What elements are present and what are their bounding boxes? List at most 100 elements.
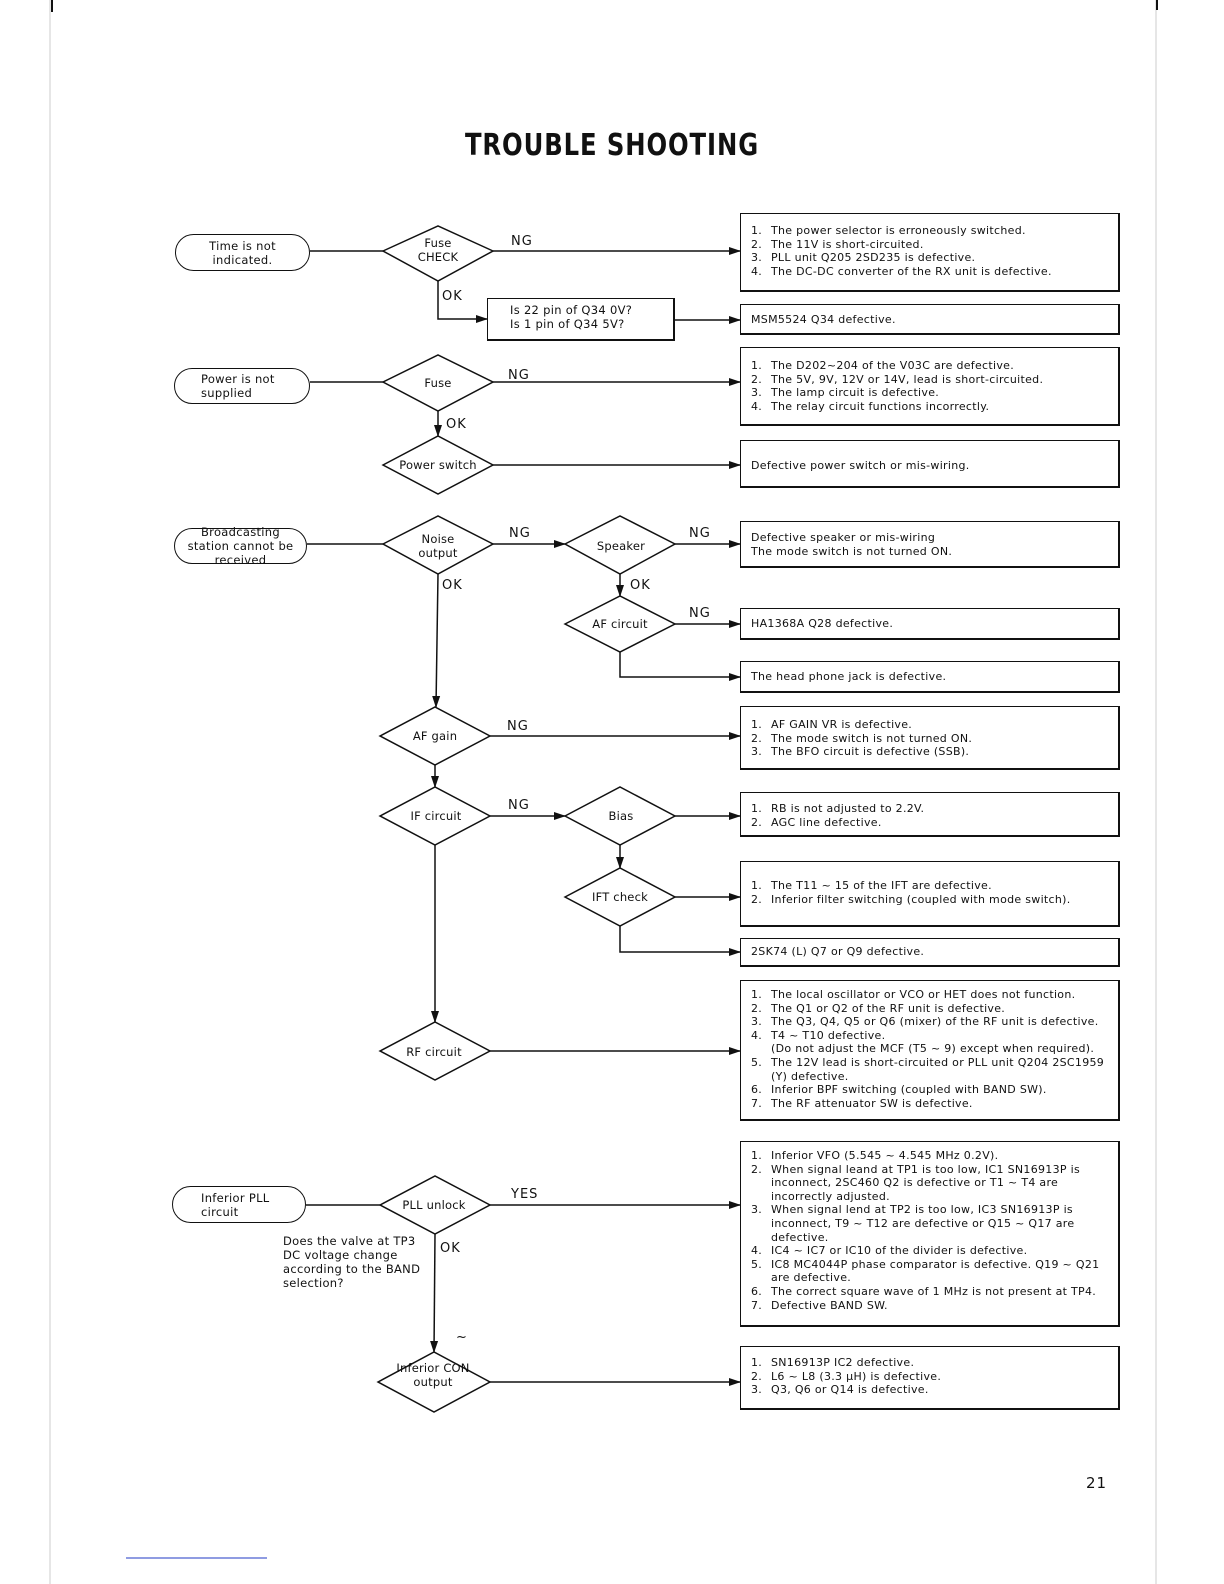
result-item: 4.The relay circuit functions incorrectl… [751,400,1110,414]
result-item: 1.SN16913P IC2 defective. [751,1356,1110,1370]
item-text: The lamp circuit is defective. [771,386,940,400]
item-number: 4. [751,1244,763,1258]
item-text: Inferior filter switching (coupled with … [771,892,1071,906]
item-text: The correct square wave of 1 MHz is not … [771,1284,1097,1298]
item-text: The RF attenuator SW is defective. [771,1096,973,1110]
result-item: 4.The DC-DC converter of the RX unit is … [751,265,1110,279]
result-ha1368a: HA1368A Q28 defective. [740,608,1120,640]
result-item: 2.Inferior filter switching (coupled wit… [751,893,1110,907]
item-number: 3. [751,251,763,265]
label-ng: NG [508,368,530,383]
label-ok: OK [630,578,651,593]
item-number: 6. [751,1083,763,1097]
item-text: When signal lend at TP2 is too low, IC3 … [771,1203,1075,1244]
item-number: 3. [751,1203,763,1217]
result-item: 6.The correct square wave of 1 MHz is no… [751,1285,1110,1299]
result-item: 4. IC4 ~ IC7 or IC10 of the divider is de… [751,1244,1110,1258]
decision-af-gain: AF gain [412,729,458,743]
result-time-ng: 1. The power selector is erroneously swit… [740,213,1120,292]
result-item: 5.The 12V lead is short-circuited or PLL… [751,1056,1110,1083]
label-tilde: ~ [456,1330,468,1345]
item-text: Defective BAND SW. [771,1298,888,1312]
item-number: 5. [751,1257,763,1271]
result-item: 3. When signal lend at TP2 is too low, IC… [751,1203,1110,1244]
decision-noise-output: Noise output [418,532,458,560]
result-item: 2.The 5V, 9V, 12V or 14V, lead is short-… [751,373,1110,387]
symptom-inferior-pll: Inferior PLL circuit [172,1186,306,1223]
item-text: The power selector is erroneously switch… [771,224,1026,237]
item-number: 2. [751,1001,763,1015]
item-number: 1. [751,359,763,372]
label-ng: NG [689,606,711,621]
item-number: 7. [751,1298,763,1312]
result-text: Defective speaker or mis-wiring [751,531,936,544]
result-item: 2. L6 ~ L8 (3.3 μH) is defective. [751,1370,1110,1384]
item-number: 3. [751,386,763,400]
result-text: The head phone jack is defective. [751,670,947,683]
item-number: 3. [751,1383,763,1397]
item-text: The D202~204 of the V03C are defective. [771,359,1015,372]
item-number: 1. [751,988,763,1001]
result-item: 3.The BFO circuit is defective (SSB). [751,745,1110,759]
item-text: L6 ~ L8 (3.3 μH) is defective. [771,1369,942,1383]
item-text: The Q3, Q4, Q5 or Q6 (mixer) of the RF u… [771,1015,1099,1029]
item-text: The 12V lead is short-circuited or PLL u… [771,1055,1105,1083]
item-text: Inferior VFO (5.545 ~ 4.545 MHz 0.2V). [771,1149,999,1162]
item-text: SN16913P IC2 defective. [771,1356,915,1369]
result-rf: 1. The local oscillator or VCO or HET doe… [740,980,1120,1121]
symptom-power-not-supplied: Power is not supplied [174,368,310,404]
symptom-broadcast-not-received: Broadcasting station cannot be received [174,525,307,567]
result-item: 2. The mode switch is not turned ON. [751,732,1110,746]
page-number: 21 [1086,1474,1108,1492]
item-text: The mode switch is not turned ON. [771,731,973,745]
label-ng: NG [507,719,529,734]
result-item: 1. The power selector is erroneously swit… [751,224,1110,238]
label-yes: YES [511,1187,539,1202]
item-text: The local oscillator or VCO or HET does … [771,988,1076,1001]
result-item: 1.The T11 ~ 15 of the IFT are defective. [751,879,1110,893]
result-item: 3.Q3, Q6 or Q14 is defective. [751,1383,1110,1397]
item-number: 2. [751,1369,763,1383]
item-number: 4. [751,399,763,413]
result-item: 7. The RF attenuator SW is defective. [751,1097,1110,1111]
item-number: 7. [751,1096,763,1110]
item-text: The BFO circuit is defective (SSB). [771,745,970,759]
result-item: 1. The D202~204 of the V03C are defective… [751,359,1110,373]
result-power-ng: 1. The D202~204 of the V03C are defective… [740,347,1120,426]
item-number: 1. [751,718,763,731]
decision-pll-unlock: PLL unlock [402,1198,466,1212]
result-power-switch: Defective power switch or mis-wiring. [740,440,1120,488]
label-ok: OK [442,289,463,304]
result-item: 7. Defective BAND SW. [751,1299,1110,1313]
result-ift: 1.The T11 ~ 15 of the IFT are defective.… [740,861,1120,927]
decision-fuse: Fuse [424,376,452,390]
result-text: Defective power switch or mis-wiring. [751,459,970,472]
result-item: 2.AGC line defective. [751,816,1110,830]
result-text: 2SK74 (L) Q7 or Q9 defective. [751,945,925,958]
item-text: PLL unit Q205 2SD235 is defective. [771,251,976,265]
item-number: 1. [751,224,763,237]
result-item: 1. AF GAIN VR is defective. [751,718,1110,732]
result-item: 2.The 11V is short-circuited. [751,238,1110,252]
item-number: 2. [751,372,763,386]
check-line: Is 22 pin of Q34 0V? [510,303,633,317]
item-number: 2. [751,731,763,745]
result-speaker-ng: Defective speaker or mis-wiring The mode… [740,521,1120,568]
item-number: 2. [751,815,763,829]
label-ok: OK [440,1241,461,1256]
result-headphone: The head phone jack is defective. [740,661,1120,693]
item-text: AF GAIN VR is defective. [771,718,913,731]
result-item: 2.The Q1 or Q2 of the RF unit is defecti… [751,1002,1110,1016]
result-msm5524: MSM5524 Q34 defective. [740,304,1120,335]
item-text: IC4 ~ IC7 or IC10 of the divider is defe… [771,1244,1028,1258]
result-item: 1.RB is not adjusted to 2.2V. [751,802,1110,816]
result-item: 3. PLL unit Q205 2SD235 is defective. [751,251,1110,265]
label-ng: NG [508,798,530,813]
check-line: Is 1 pin of Q34 5V? [510,316,625,331]
result-text: HA1368A Q28 defective. [751,617,894,630]
item-number: 1. [751,1149,763,1162]
item-number: 2. [751,237,763,251]
symptom-time-not-indicated: Time is not indicated. [175,234,310,271]
label-ng: NG [509,526,531,541]
